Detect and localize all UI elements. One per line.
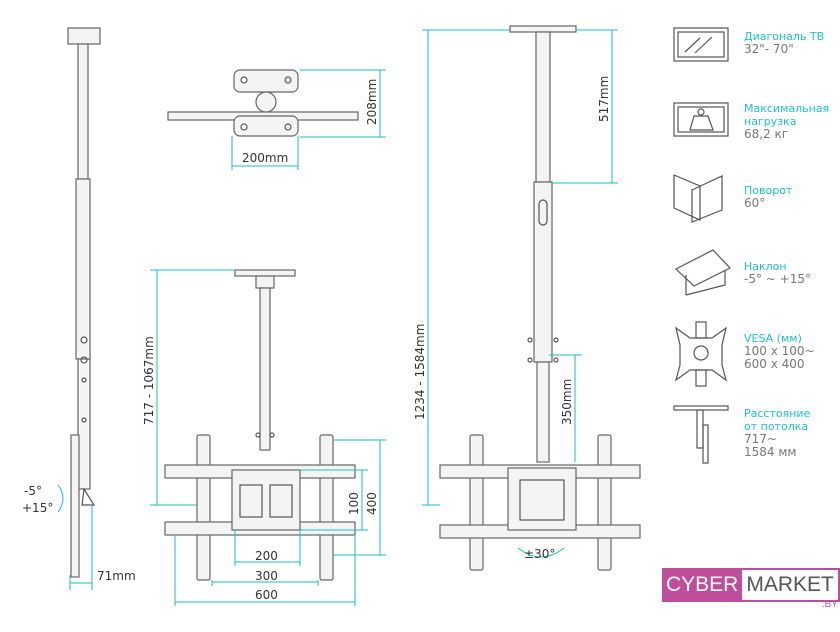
vesa-600-label: 600 (255, 588, 278, 602)
swivel-dimension: ±30° (517, 547, 565, 561)
cybermarket-logo: CYBER MARKET .BY (662, 568, 840, 610)
vesa-vertical-dimensions: 100 400 (300, 439, 386, 556)
logo-suffix: .BY (821, 599, 838, 610)
plate-width-label: 200mm (242, 151, 288, 165)
lower-pole-label: 350mm (560, 379, 574, 425)
short-height-dimension: 717 - 1067mm (142, 269, 235, 506)
long-height-label: 1234 - 1584mm (413, 324, 427, 420)
vesa-100-label: 100 (347, 492, 361, 515)
spec-value: -5° ~ +15° (744, 272, 811, 286)
spec-title: VESA (мм) (744, 332, 802, 345)
spec-vesa: VESA (мм) 100 x 100~ 600 x 400 (744, 332, 815, 371)
spec-value: 717~ (744, 432, 777, 446)
tilt-plus-label: +15° (22, 501, 53, 515)
vesa-300-label: 300 (255, 569, 278, 583)
spec-swivel: Поворот 60° (744, 184, 792, 210)
vesa-icon (674, 321, 728, 387)
short-height-label: 717 - 1067mm (142, 336, 156, 425)
spec-value: 60° (744, 196, 766, 210)
wall-gap-label: 71mm (97, 569, 136, 583)
swivel-icon (673, 174, 723, 223)
plate-depth-label: 208mm (365, 79, 379, 125)
spec-value: 100 x 100~ (744, 344, 815, 358)
logo-part1: CYBER (662, 568, 743, 602)
spec-ceiling-distance: Расстояние от потолка 717~ 1584 мм (744, 407, 814, 459)
spec-diagonal: Диагональ ТВ 32"- 70" (744, 30, 824, 56)
spec-value: 1584 мм (744, 445, 797, 459)
plate-width-dimension: 200mm (231, 136, 299, 170)
wall-gap-dimension: 71mm (69, 505, 136, 590)
tv-screen-icon (673, 27, 729, 62)
spec-value: 32"- 70" (744, 42, 794, 56)
long-height-dimension: 1234 - 1584mm (413, 29, 510, 506)
front-view-long-mount (439, 25, 641, 571)
swivel-label: ±30° (524, 547, 555, 561)
vesa-200-label: 200 (255, 549, 278, 563)
spec-title: Диагональ ТВ (744, 30, 825, 43)
logo-part2: MARKET (742, 568, 840, 602)
plan-view-plate (167, 69, 359, 137)
ceiling-distance-icon (673, 405, 729, 464)
spec-tilt: Наклон -5° ~ +15° (744, 260, 811, 286)
spec-title: Наклон (744, 260, 787, 273)
tilt-icon (674, 249, 731, 296)
spec-max-load: Максимальная нагрузка 68,2 кг (744, 102, 830, 141)
tilt-minus-label: -5° (24, 484, 42, 498)
spec-title: Расстояние от потолка (744, 407, 811, 433)
spec-value: 68,2 кг (744, 127, 789, 141)
front-view-short-mount (164, 269, 356, 581)
spec-title: Поворот (744, 184, 793, 197)
weight-icon (673, 102, 729, 137)
vesa-horizontal-dimensions: 200 300 600 (174, 530, 356, 606)
spec-title: Максимальная нагрузка (744, 102, 830, 128)
side-view-mount (67, 27, 101, 578)
spec-value: 600 x 400 (744, 357, 805, 371)
vesa-400-label: 400 (365, 492, 379, 515)
lower-pole-dimension: 350mm (549, 354, 582, 462)
upper-pole-label: 517mm (597, 76, 611, 122)
tilt-dimension: -5° +15° (22, 484, 64, 515)
upper-pole-dimension: 517mm (552, 29, 618, 184)
plate-depth-dimension: 208mm (300, 69, 386, 138)
